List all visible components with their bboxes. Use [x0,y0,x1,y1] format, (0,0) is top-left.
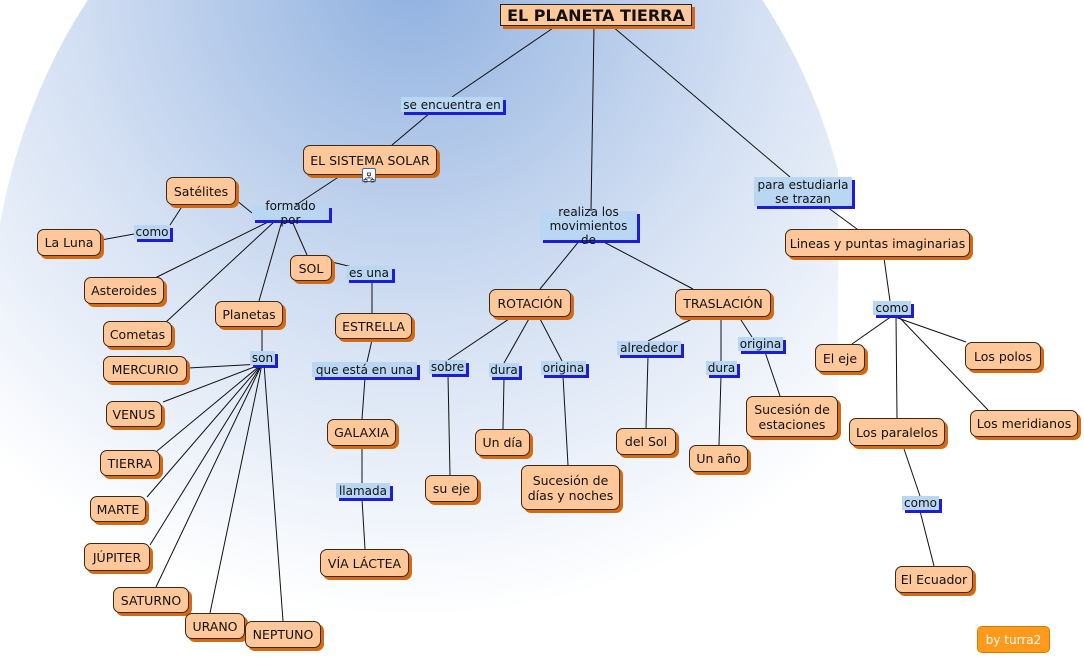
connector-line [891,315,967,343]
connector-line [169,204,184,226]
concept-marte[interactable]: MARTE [90,496,146,522]
concept-rotacion[interactable]: ROTACIÓN [489,289,571,317]
connector-line [590,25,595,212]
connector-line [366,339,373,363]
connector-line [154,220,271,279]
connector-line [538,316,563,362]
concept-asteroides[interactable]: Asteroides [84,277,164,304]
concept-sucesion-dias-y-noches[interactable]: Sucesión de días y noches [521,465,620,510]
connector-line [645,355,649,429]
connector-line [599,239,694,290]
link-es-una[interactable]: es una [346,266,392,280]
link-formado-por[interactable]: formado por [252,199,329,227]
submap-icon[interactable] [362,168,376,183]
concept-urano[interactable]: URANO [185,613,245,639]
concept-la-luna[interactable]: La Luna [37,229,101,256]
connector-line [851,315,893,345]
connector-line [156,363,263,452]
link-como-lineas[interactable]: como [873,301,911,315]
connector-line [258,220,283,302]
connector-line [291,220,308,256]
concept-lineas-y-puntas-imaginarias[interactable]: Lineas y puntas imaginarias [785,229,970,257]
concept-los-paralelos[interactable]: Los paralelos [849,418,945,446]
concept-un-ano[interactable]: Un año [689,445,748,472]
connector-line [209,363,263,614]
connector-line [647,316,697,342]
connector-line [919,510,935,567]
connector-line [447,316,513,361]
connector-line [562,375,569,466]
concept-sucesion-de-estaciones[interactable]: Sucesión de estaciones [746,396,838,437]
concept-los-polos[interactable]: Los polos [965,342,1041,370]
connector-line [503,316,531,364]
concept-satelites[interactable]: Satélites [166,177,236,205]
connector-line [162,363,263,403]
concept-su-eje[interactable]: su eje [425,475,478,502]
concept-tierra[interactable]: TIERRA [100,450,160,476]
connector-line [451,25,557,98]
connector-line [361,498,366,550]
connector-line [149,363,263,546]
connector-line [902,445,921,497]
connector-line [738,316,753,338]
connector-line [826,206,858,230]
connector-line [883,257,891,302]
concept-neptuno[interactable]: NEPTUNO [245,621,321,648]
connector-line [146,363,263,498]
connector-line [539,239,581,290]
link-como-satelites[interactable]: como [134,225,170,239]
connector-line [361,377,366,420]
concept-mercurio[interactable]: MERCURIO [103,356,187,382]
link-son[interactable]: son [250,351,275,365]
connector-line [447,374,451,476]
link-alrededor[interactable]: alrededor [617,341,681,355]
link-realiza-movimientos[interactable]: realiza los movimientos de [540,205,637,247]
link-origina-traslacion[interactable]: origina [738,337,783,351]
connector-line [164,220,276,324]
concept-cometas[interactable]: Cometas [103,321,172,347]
connector-line [263,363,284,622]
link-dura-rotacion[interactable]: dura [489,363,519,377]
concept-saturno[interactable]: SATURNO [113,587,189,613]
concept-galaxia[interactable]: GALAXIA [327,419,396,446]
connector-line [155,363,263,588]
link-origina-rotacion[interactable]: origina [541,361,586,375]
connector-line [235,199,253,214]
connector-line [718,375,722,446]
concept-los-meridianos[interactable]: Los meridianos [970,410,1078,437]
concept-traslacion[interactable]: TRASLACIÓN [675,289,771,317]
link-que-esta-en-una[interactable]: que está en una [312,362,417,377]
concept-jupiter[interactable]: JÚPITER [84,543,150,571]
concept-un-dia[interactable]: Un día [475,429,530,456]
connector-line [187,363,263,369]
link-como-paralelos[interactable]: como [902,496,939,510]
link-para-estudiarla[interactable]: para estudiarla se trazan [754,177,852,206]
connector-line [764,351,781,397]
concept-del-sol[interactable]: del Sol [616,428,676,455]
connector-line [100,233,135,241]
link-llamada[interactable]: llamada [336,483,390,498]
root-concept-el-planeta-tierra[interactable]: EL PLANETA TIERRA [500,4,692,26]
connector-line [611,25,791,178]
concept-estrella[interactable]: ESTRELLA [335,313,412,339]
link-dura-traslacion[interactable]: dura [706,361,737,375]
concept-planetas[interactable]: Planetas [215,301,283,327]
concept-el-ecuador[interactable]: El Ecuador [895,566,973,593]
connector-line [897,315,989,411]
concept-el-eje[interactable]: El eje [815,344,865,372]
connector-line [391,112,431,146]
link-se-encuentra-en[interactable]: se encuentra en [401,97,503,112]
link-sobre[interactable]: sobre [429,360,466,374]
connector-line [295,175,341,206]
concept-via-lactea[interactable]: VÍA LÁCTEA [320,549,409,577]
connector-line [895,315,898,419]
concept-sol[interactable]: SOL [290,255,332,281]
concept-venus[interactable]: VENUS [106,401,162,427]
author-badge[interactable]: by turra2 [977,626,1050,653]
connector-line [502,377,505,430]
